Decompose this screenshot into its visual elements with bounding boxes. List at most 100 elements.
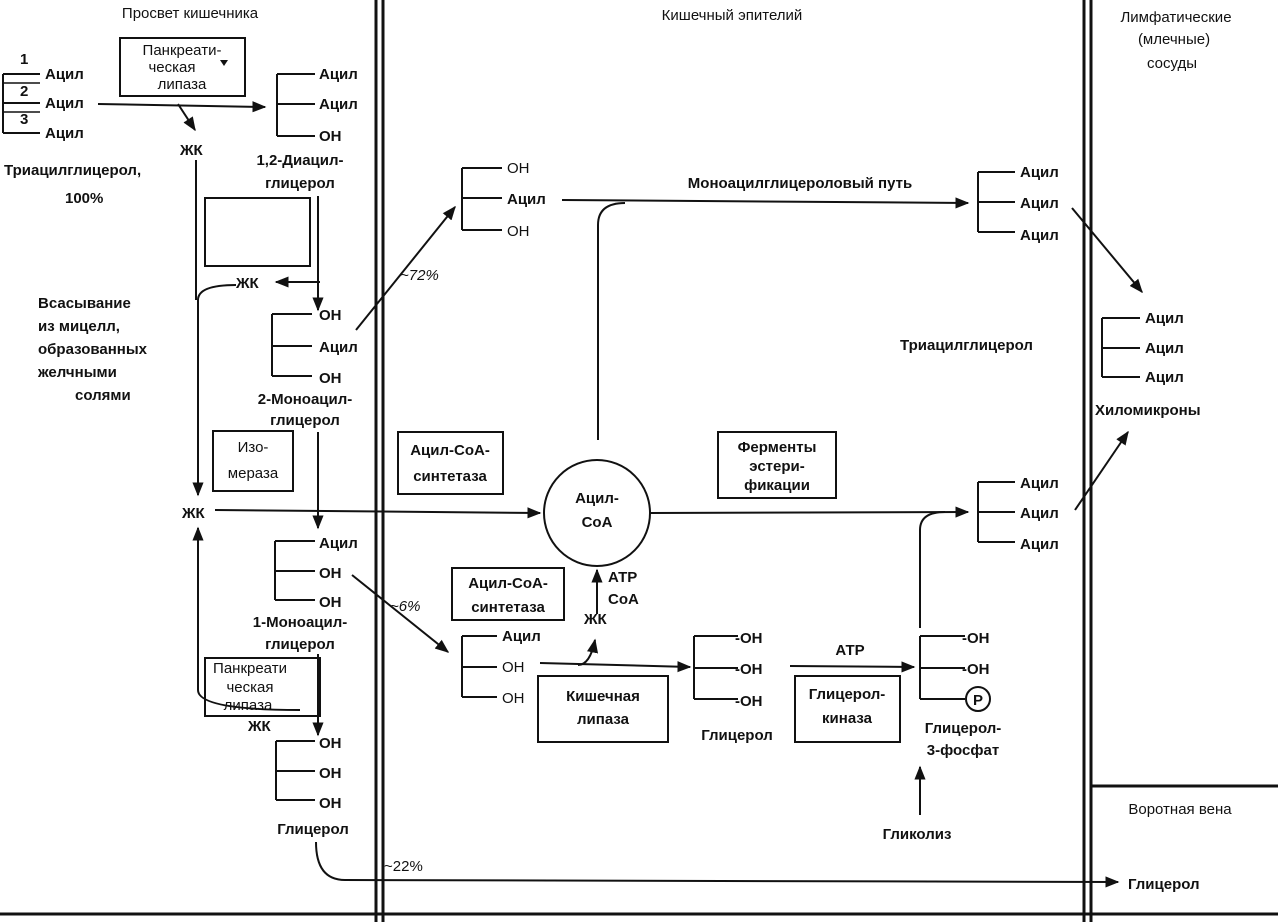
svg-text:ческая: ческая xyxy=(148,59,195,76)
triacylglycerol-epithelium-bottom: Ацил Ацил Ацил xyxy=(977,475,1059,553)
svg-text:Ацил: Ацил xyxy=(502,628,541,645)
chevron-down-icon xyxy=(220,60,228,66)
svg-text:Глицерол: Глицерол xyxy=(701,727,773,744)
fa-label-3: ЖК xyxy=(181,505,206,522)
svg-text:Ацил: Ацил xyxy=(319,339,358,356)
svg-text:Глицерол-: Глицерол- xyxy=(925,720,1002,737)
epithelium-title: Кишечный эпителий xyxy=(662,7,803,24)
glycerol-epithelium: -ОН -ОН -ОН Глицерол xyxy=(693,630,773,744)
triacylglycerol-lumen: 1 2 3 Ацил Ацил Ацил Триацилглицерол, 10… xyxy=(2,51,141,207)
svg-text:липаза: липаза xyxy=(158,76,207,93)
acylcoa-to-mag-pathway xyxy=(597,202,626,440)
svg-text:1,2-Диацил-: 1,2-Диацил- xyxy=(256,152,343,169)
glycerol-lumen: ОН ОН ОН Глицерол xyxy=(275,735,349,838)
position-1-label: 1 xyxy=(20,51,28,68)
arrow-fa-to-acylcoa xyxy=(214,507,542,519)
arrow-fa-to-acylcoa-synth xyxy=(577,638,599,666)
svg-text:Глицерол: Глицерол xyxy=(277,821,349,838)
monoacylglycerol-2: ОН Ацил ОН 2-Моноацил- глицерол xyxy=(258,307,358,429)
arrow-tag-to-chylomicrons-bottom xyxy=(1074,430,1129,511)
svg-text:липаза: липаза xyxy=(577,711,630,728)
coa-label: CoA xyxy=(608,591,639,608)
svg-text:Ацил: Ацил xyxy=(1020,475,1059,492)
svg-text:Глицерол-: Глицерол- xyxy=(809,686,886,703)
monoacylglycerol-1-epithelium: Ацил ОН ОН xyxy=(461,628,541,707)
fa-return-path xyxy=(192,526,301,711)
svg-text:1-Моноацил-: 1-Моноацил- xyxy=(253,614,348,631)
svg-text:ОН: ОН xyxy=(319,765,342,782)
phosphate-icon xyxy=(965,686,991,712)
lymph-title-3: сосуды xyxy=(1147,55,1197,72)
atp-label-1: АТР xyxy=(608,569,637,586)
svg-text:Ацил: Ацил xyxy=(1020,195,1059,212)
atp-label-2: АТР xyxy=(835,642,864,659)
fa-label-2: ЖК xyxy=(235,275,260,292)
svg-text:Изо-: Изо- xyxy=(238,439,269,456)
svg-text:Ацил: Ацил xyxy=(319,535,358,552)
absorption-1: Всасывание xyxy=(38,295,131,312)
svg-text:2-Моноацил-: 2-Моноацил- xyxy=(258,391,353,408)
svg-text:киназа: киназа xyxy=(822,710,873,727)
svg-text:ОН: ОН xyxy=(319,594,342,611)
glycolysis-label: Гликолиз xyxy=(883,826,952,843)
esterification-box: Ферменты эстери- фикации xyxy=(717,431,837,499)
triacylglycerol-name: Триацилглицерол, xyxy=(4,162,141,179)
pct-72-label: ~72% xyxy=(400,267,439,284)
fa-label-1: ЖК xyxy=(179,142,204,159)
svg-text:ОН: ОН xyxy=(319,128,342,145)
svg-text:Ацил-: Ацил- xyxy=(575,490,619,507)
absorption-4: желчными xyxy=(37,364,117,381)
absorption-2: из мицелл, xyxy=(38,318,120,335)
blank-enzyme-box xyxy=(204,197,311,267)
pct-22-label: ~22% xyxy=(384,858,423,875)
position-2-label: 2 xyxy=(20,83,28,100)
acyl-1: Ацил xyxy=(45,66,84,83)
arrow-2mag-to-epithelium xyxy=(355,205,456,331)
arrow-mag-pathway xyxy=(561,197,970,209)
position-3-label: 3 xyxy=(20,111,28,128)
svg-text:Р: Р xyxy=(973,692,983,709)
svg-text:ческая: ческая xyxy=(226,679,273,696)
svg-text:глицерол: глицерол xyxy=(265,636,335,653)
triacylglycerol-epithelium-label: Триацилглицерол xyxy=(900,337,1033,354)
svg-text:эстери-: эстери- xyxy=(749,458,805,475)
svg-text:Ацил: Ацил xyxy=(1020,505,1059,522)
lymph-title-1: Лимфатические xyxy=(1120,9,1231,26)
svg-text:ОН: ОН xyxy=(319,565,342,582)
pancreatic-lipase-bottom-box: Панкреати ческая липаза xyxy=(204,657,321,717)
svg-text:мераза: мераза xyxy=(228,465,279,482)
arrow-1mag-to-epithelium xyxy=(351,574,450,653)
glycerol-kinase-box: Глицерол- киназа xyxy=(794,675,901,743)
svg-text:3-фосфат: 3-фосфат xyxy=(927,742,999,759)
arrow-tag-to-dag xyxy=(97,101,267,113)
svg-text:Ацил: Ацил xyxy=(319,96,358,113)
arrow-acylcoa-to-tag xyxy=(649,506,970,518)
absorption-3: образованных xyxy=(38,341,148,358)
acylcoa-synthetase-bottom-box: Ацил-CoA- синтетаза xyxy=(451,567,565,621)
arrow-mag1-to-glycerol-epi xyxy=(539,661,692,673)
svg-text:Ацил: Ацил xyxy=(1020,536,1059,553)
svg-text:Кишечная: Кишечная xyxy=(566,688,640,705)
mag-pathway-label: Моноацилглицероловый путь xyxy=(688,175,912,192)
svg-text:ОН: ОН xyxy=(319,735,342,752)
diacylglycerol: Ацил Ацил ОН 1,2-Диацил- глицерол xyxy=(256,66,357,192)
isomerase-box: Изо- мераза xyxy=(212,430,294,492)
monoacylglycerol-1: Ацил ОН ОН 1-Моноацил- глицерол xyxy=(253,535,358,653)
svg-text:синтетаза: синтетаза xyxy=(471,599,545,616)
svg-text:ОН: ОН xyxy=(507,160,530,177)
svg-text:Ацил: Ацил xyxy=(1020,227,1059,244)
lumen-title: Просвет кишечника xyxy=(122,5,259,22)
svg-text:Панкреати-: Панкреати- xyxy=(143,42,222,59)
arrow-glycerol-to-g3p xyxy=(789,661,916,673)
pct-6-label: ~6% xyxy=(390,598,420,615)
chylomicron-tag: Ацил Ацил Ацил xyxy=(1101,310,1184,386)
svg-text:Ацил: Ацил xyxy=(1145,340,1184,357)
acyl-2: Ацил xyxy=(45,95,84,112)
acylcoa-node: Ацил- CoA xyxy=(543,459,651,567)
fa-absorption-line xyxy=(192,284,237,497)
svg-text:Панкреати: Панкреати xyxy=(213,660,287,677)
arrow-fa-release-1 xyxy=(177,103,196,132)
acylcoa-synthetase-top-box: Ацил-CoA- синтетаза xyxy=(397,431,504,495)
fa-label-5: ЖК xyxy=(583,611,608,628)
